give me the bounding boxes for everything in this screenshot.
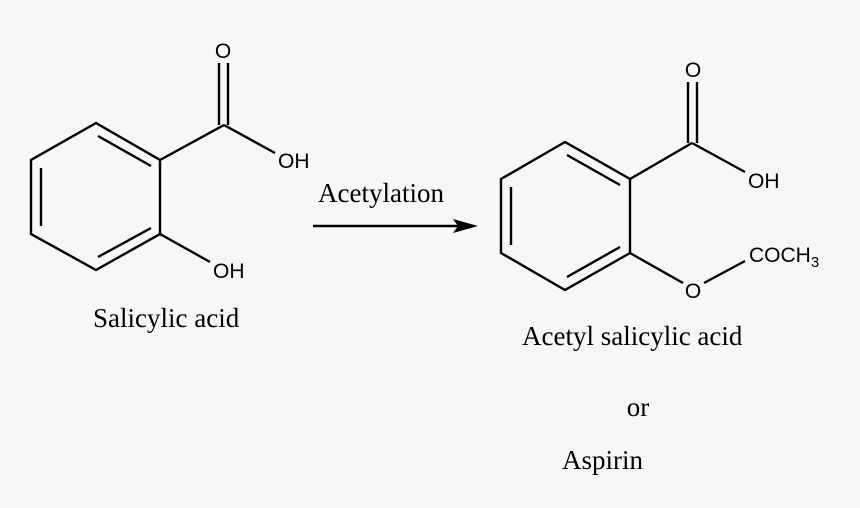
reaction-label: Acetylation [318,178,444,208]
reactant-name: Salicylic acid [93,303,240,333]
product-alt-name: Aspirin [562,445,644,475]
arrowhead-icon [453,219,478,233]
carboxyl-oh-bond [691,141,746,174]
atom-o: O [685,59,701,82]
ring-to-carboxyl-bond [159,123,225,162]
benzene-ring [29,121,162,272]
product-name: Acetyl salicylic acid [522,321,743,351]
ring-to-carboxyl-bond [629,141,693,181]
connector-text: or [627,392,650,422]
acetyl-group: COCH3 [749,244,819,271]
aspirin-structure: O OH O COCH3 [499,59,819,303]
atom-oh: OH [213,260,245,283]
atom-o: O [685,280,701,303]
ring-double-bond [566,153,621,187]
phenol-oh-bond [159,232,211,264]
ester-acetyl-bond [703,259,746,285]
ring-double-bond [97,226,152,259]
atom-oh: OH [748,170,780,193]
ring-double-bond [566,245,621,279]
atom-o: O [215,40,231,63]
atom-oh: OH [278,150,310,173]
carboxyl-oh-bond [223,123,276,155]
salicylic-acid-structure: O OH OH [29,40,310,283]
benzene-ring [499,140,632,292]
ring-double-bond [97,134,152,168]
ester-o-bond [629,251,684,285]
